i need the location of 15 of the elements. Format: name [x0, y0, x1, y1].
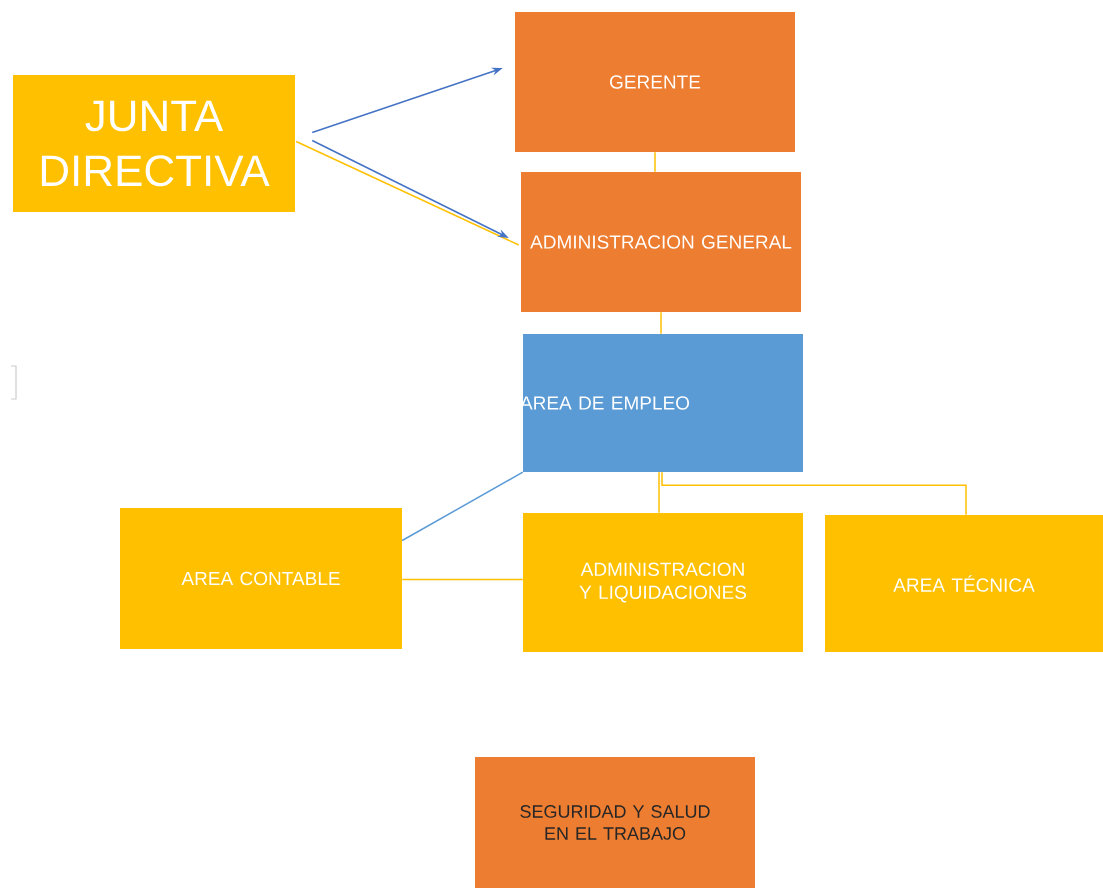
org-box: AREA TÉCNICA	[825, 515, 1103, 652]
org-box: ADMINISTRACION Y LIQUIDACIONES	[523, 513, 803, 652]
connector	[658, 471, 660, 514]
connector	[295, 140, 520, 246]
org-box: GERENTE	[515, 12, 795, 152]
org-box: AREA DE EMPLEO	[520, 334, 803, 472]
org-box: SEGURIDAD Y SALUD EN EL TRABAJO	[475, 757, 755, 888]
connector	[654, 151, 656, 173]
connector	[661, 471, 967, 516]
connector	[660, 311, 662, 335]
org-box: AREA CONTABLE	[120, 508, 402, 649]
org-box: JUNTA DIRECTIVA	[13, 75, 295, 212]
connector	[401, 471, 524, 542]
connector	[401, 578, 524, 581]
org-box: ADMINISTRACION GENERAL	[521, 172, 801, 312]
